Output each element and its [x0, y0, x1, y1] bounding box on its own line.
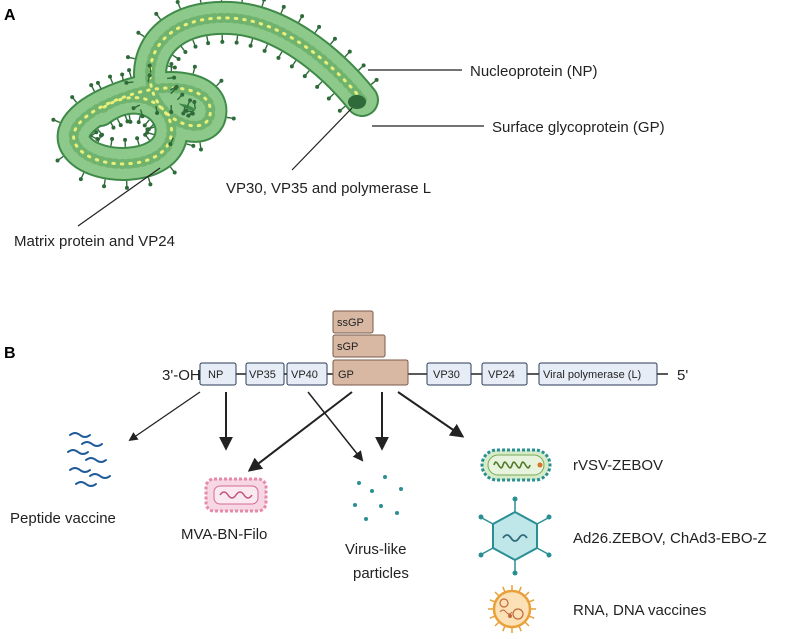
gene-gp-box [332, 359, 409, 386]
vp30-leader-line [291, 107, 353, 171]
five-prime-label: 5' [677, 367, 688, 384]
mva-label: MVA-BN-Filo [181, 526, 267, 543]
gene-vp35-box [245, 362, 285, 386]
gene-gp-label: GP [338, 369, 354, 381]
gene-vp24-label: VP24 [488, 369, 515, 381]
vlp-icon [353, 475, 403, 521]
gene-np-label: NP [208, 369, 223, 381]
polymerase-complex [348, 95, 366, 109]
gene-vp24-box [481, 362, 528, 386]
panel-a-label: A [4, 7, 16, 24]
vaccine-arrows [128, 391, 465, 472]
ssgp-box [332, 310, 374, 334]
adenovirus-label: Ad26.ZEBOV, ChAd3-EBO-Z [573, 530, 767, 547]
rna-vaccine-icon [488, 585, 536, 633]
rvsv-label: rVSV-ZEBOV [573, 457, 663, 474]
matrix-label: Matrix protein and VP24 [14, 233, 175, 250]
mva-icon [204, 477, 268, 513]
vp30-label: VP30, VP35 and polymerase L [226, 180, 431, 197]
arrow-np-peptide [128, 391, 201, 442]
rna-label: RNA, DNA vaccines [573, 602, 706, 619]
genome-map: 3'-OH- 5' ssGP sGP NP VP35 VP40 GP VP30 … [162, 310, 688, 386]
gene-vp30-box [426, 362, 472, 386]
peptide-icon [67, 432, 111, 487]
np-label: Nucleoprotein (NP) [470, 63, 598, 80]
vlp-label-line1: Virus-like [345, 541, 406, 558]
three-prime-label: 3'-OH- [162, 367, 206, 384]
gene-vp35-label: VP35 [249, 369, 276, 381]
peptide-label: Peptide vaccine [10, 510, 116, 527]
sgp-box [332, 334, 386, 358]
gene-vp30-label: VP30 [433, 369, 460, 381]
virion-icon [51, 0, 379, 190]
gp-label: Surface glycoprotein (GP) [492, 119, 665, 136]
ssgp-label: ssGP [337, 317, 364, 329]
arrow-gp-rvsv [397, 391, 465, 438]
gene-l-box [538, 362, 658, 386]
panel-b-label: B [4, 345, 16, 362]
gene-vp40-label: VP40 [291, 369, 318, 381]
gp-spikes [51, 0, 379, 190]
matrix-leader-line [77, 167, 161, 227]
gene-vp40-box [286, 362, 328, 386]
arrow-vp40-vlp [307, 391, 364, 462]
adenovirus-icon [478, 496, 552, 576]
sgp-label: sGP [337, 341, 358, 353]
arrow-gp-mva [247, 391, 353, 472]
gene-l-label: Viral polymerase (L) [543, 369, 641, 381]
rvsv-icon [480, 448, 552, 482]
gene-np-box [199, 362, 237, 386]
vlp-label-line2: particles [353, 565, 409, 582]
